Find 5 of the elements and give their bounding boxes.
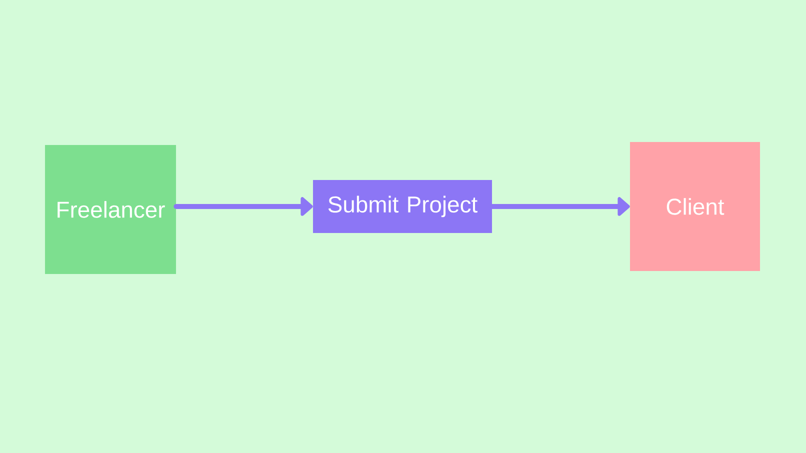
actor-box: Freelancer (45, 144, 176, 274)
arrow (490, 197, 630, 216)
arrow (174, 197, 313, 216)
process-box: Submit Project (313, 180, 492, 233)
actor-box: Client (630, 142, 760, 271)
